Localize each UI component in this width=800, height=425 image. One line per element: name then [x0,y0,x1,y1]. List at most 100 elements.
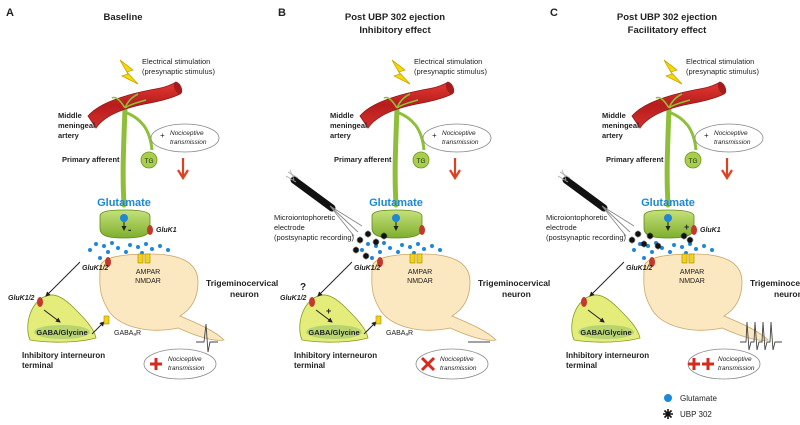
stimulation-sublabel: (presynaptic stimulus) [414,67,487,76]
legend: Glutamate UBP 302 [663,394,717,419]
gabaa-receptor [103,315,110,325]
middle-meningeal-artery [359,81,453,129]
gluk1-receptor [691,225,697,235]
glutamate-dot [110,241,114,245]
afferent-branch [396,110,426,151]
trigeminal-ganglion [412,151,430,169]
plus-sign: + [684,222,689,232]
glutamate-dot [694,247,698,251]
gabaa-arrow [363,321,377,335]
glutamate-dot [382,241,386,245]
inhibitory-label: Inhibitory interneuron [22,351,105,360]
red-cross-icon [420,356,436,372]
gluk1-receptor [419,225,425,235]
electrode-tips [329,205,363,237]
glutamate-dot [422,247,426,251]
down-arrow-icon [449,158,461,181]
ubp-star-icon [364,230,372,238]
artery-end [445,81,455,95]
ampar-receptor [681,253,688,264]
glutamate-label: Glutamate [97,197,151,209]
artery-label: artery [330,131,352,140]
nociceptive-label: transmission [170,139,207,146]
artery-label: meningeal [602,121,639,130]
trigeminocervical-label: neuron [774,289,800,299]
stimulation-label: Electrical stimulation [414,57,482,66]
ubp-star-icon [654,242,662,250]
glutamate-dot [98,256,102,260]
artery-label: meningeal [58,121,95,130]
microiontophoretic-electrode [290,176,336,212]
stimulation-label: Electrical stimulation [686,57,754,66]
electrode-label: Microiontophoretic [274,213,336,222]
glutamate-dot [102,244,106,248]
glutamate-dot [128,243,132,247]
gabaar-label: GABAₐR [386,330,413,337]
nociceptive-oval-top [694,123,764,153]
nociceptive-label: transmission [442,139,479,146]
panel-title-line: Post UBP 302 ejection [345,12,445,23]
gluk12-label: GluK1/2 [82,265,109,272]
primary-afferent-fiber [664,105,672,208]
nociceptive-label: transmission [168,365,205,372]
red-plus-icon [150,358,162,370]
nociceptive-oval-top [422,123,492,153]
nmdar-receptor [688,253,695,264]
glutamate-dot [116,246,120,250]
primary-afferent-fiber [120,105,128,208]
ubp-star-icon [372,238,380,246]
nociceptive-label: Nociceptive [168,356,202,363]
trigeminocervical-label: Trigeminocervical [750,278,800,288]
interneuron-arrow [315,309,333,323]
gluk1-receptor [147,225,153,235]
arrow-to-interneuron [317,261,353,297]
glutamate-dot [106,250,110,254]
glutamate-dot [650,250,654,254]
glutamate-dot [150,247,154,251]
glutamate-dot [144,242,148,246]
electrode-label: (postsynaptic recording) [274,233,355,242]
inhibitory-label: terminal [22,361,53,370]
trigeminocervical-label: neuron [502,289,531,299]
inhibitory-label: terminal [294,361,325,370]
glutamate-dot [94,242,98,246]
glutamate-dot [438,248,442,252]
ampar-label: AMPAR [680,269,704,276]
ubp-star-icon [680,232,688,240]
ampar-receptor [409,253,416,264]
recording-trace [196,323,218,353]
recording-trace [740,321,782,351]
primary-afferent-label: Primary afferent [606,155,664,164]
nmdar-label: NMDAR [407,278,433,285]
glutamate-dot [680,245,684,249]
panel-letter: B [278,7,286,19]
nociceptive-label: Nociceptive [170,130,204,137]
nociceptive-label: transmission [440,365,477,372]
nmdar-label: NMDAR [135,278,161,285]
glutamate-dot [360,248,364,252]
trigeminocervical-label: Trigeminocervical [206,278,278,288]
inhibitory-interneuron-terminal [27,294,97,343]
arrow-to-interneuron [589,261,625,297]
electrode-tips [601,205,635,237]
artery-label: Middle [330,111,354,120]
tg-label: TG [144,158,153,165]
glutamate-dot [702,244,706,248]
glutamate-dot [88,248,92,252]
gluk12-receptor [377,257,383,267]
trigeminal-ganglion [684,151,702,169]
electrode-label: (postsynaptic recording) [546,233,627,242]
gaba-glow [306,325,362,339]
lightning-bolt-icon [391,59,411,85]
gluk12-receptor [105,257,111,267]
ubp-star-icon [686,236,694,244]
glutamate-dot-icon [664,394,672,402]
inhibitory-label: Inhibitory interneuron [294,351,377,360]
gabaa-arrow [91,321,105,335]
artery-end [717,81,727,95]
glutamate-vesicle [392,214,400,222]
inhibitory-label: Inhibitory interneuron [566,351,649,360]
